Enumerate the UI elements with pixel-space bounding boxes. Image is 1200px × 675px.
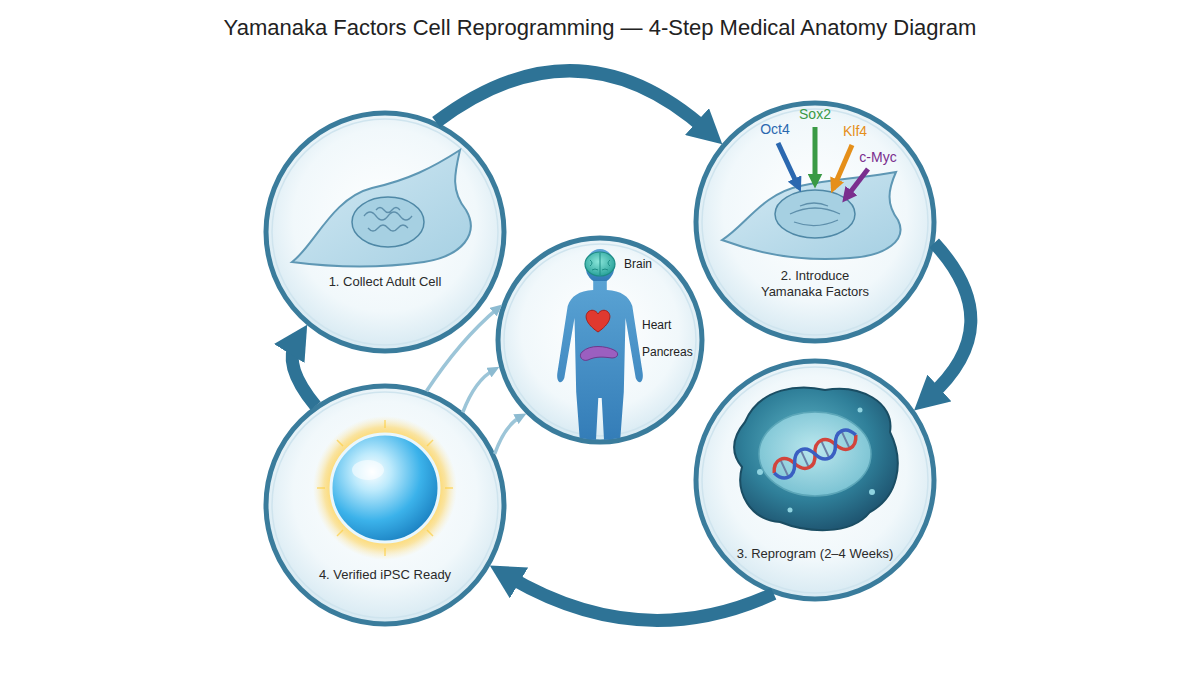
cell-nucleus	[775, 190, 855, 238]
text-holder: 2. Introduce Yamanaka Factors	[750, 268, 880, 301]
organelle-dot	[788, 508, 793, 513]
text-holder: c-Myc	[859, 149, 896, 167]
step-caption: 2. Introduce Yamanaka Factors	[750, 268, 880, 301]
reprogramming-cell	[734, 388, 898, 531]
delivery-arrow	[426, 308, 497, 391]
cycle-arrow	[436, 71, 707, 131]
text-holder: 1. Collect Adult Cell	[285, 274, 485, 290]
dna-rung	[801, 451, 809, 467]
circle-border	[696, 361, 934, 599]
heart-organ	[586, 310, 610, 332]
body-head	[586, 249, 615, 283]
dna-strand	[770, 426, 860, 482]
dna-rung	[821, 441, 829, 457]
circle-border	[266, 113, 504, 351]
organ-label: Pancreas	[642, 345, 693, 360]
text-holder: Heart	[642, 318, 671, 333]
delivery-arrow	[463, 370, 494, 413]
text-holder: 3. Reprogram (2–4 Weeks)	[715, 546, 915, 562]
factor-label: Sox2	[799, 106, 831, 124]
sphere-glow	[313, 416, 457, 560]
step-caption: 3. Reprogram (2–4 Weeks)	[715, 546, 915, 562]
glow-rays	[317, 420, 453, 556]
text-holder: Brain	[624, 257, 652, 272]
diagram-title: Yamanaka Factors Cell Reprogramming — 4-…	[0, 0, 1200, 42]
chromatin	[364, 208, 412, 232]
text-holder: 4. Verified iPSC Ready	[285, 567, 485, 583]
factor-arrow	[813, 127, 818, 184]
organelle-dot	[757, 469, 763, 475]
delivery-arrow	[495, 416, 522, 454]
chromatin	[790, 203, 840, 226]
text-holder: Sox2	[799, 106, 831, 124]
cycle-arrow	[292, 342, 315, 406]
factor-label: Klf4	[843, 123, 867, 141]
organelle-dot	[858, 408, 863, 413]
circle-inner-ring	[702, 109, 928, 335]
factor-arrow	[778, 143, 799, 188]
dna-strand	[770, 426, 860, 482]
human-body	[557, 249, 643, 460]
organ-label: Brain	[624, 257, 652, 272]
circle-inner-ring	[272, 392, 498, 618]
body-silhouette	[557, 281, 643, 460]
factor-cell	[722, 127, 900, 259]
cycle-arrow	[929, 243, 971, 397]
step-caption: 1. Collect Adult Cell	[285, 274, 485, 290]
pancreas-organ	[580, 347, 617, 361]
circle-inner-ring	[702, 367, 928, 593]
factor-arrow	[845, 169, 868, 199]
dna-rung	[842, 432, 850, 448]
organelle-dot	[869, 489, 875, 495]
text-holder: Oct4	[760, 121, 790, 139]
cell-membrane	[722, 172, 900, 259]
cell-nucleus	[352, 197, 424, 247]
brain-folds	[590, 253, 610, 275]
text-holder: Pancreas	[642, 345, 693, 360]
sphere-highlight	[352, 460, 384, 480]
brain-organ	[585, 252, 615, 276]
factor-label: Oct4	[760, 121, 790, 139]
factor-label: c-Myc	[859, 149, 896, 167]
cycle-arrow	[507, 576, 774, 621]
text-holder: Klf4	[843, 123, 867, 141]
dna-rung	[781, 460, 789, 476]
ipsc-sphere	[313, 416, 457, 560]
stem-cell	[331, 434, 439, 542]
cell-membrane	[734, 388, 898, 531]
circle-inner-ring	[272, 119, 498, 345]
cell-nucleus	[759, 412, 871, 496]
circle-border	[266, 386, 504, 624]
cell-membrane	[292, 150, 471, 267]
step-caption: 4. Verified iPSC Ready	[285, 567, 485, 583]
adult-cell	[292, 150, 471, 267]
factor-arrow	[833, 145, 852, 189]
organ-label: Heart	[642, 318, 671, 333]
circle-border	[696, 103, 934, 341]
dna-helix	[770, 426, 860, 482]
